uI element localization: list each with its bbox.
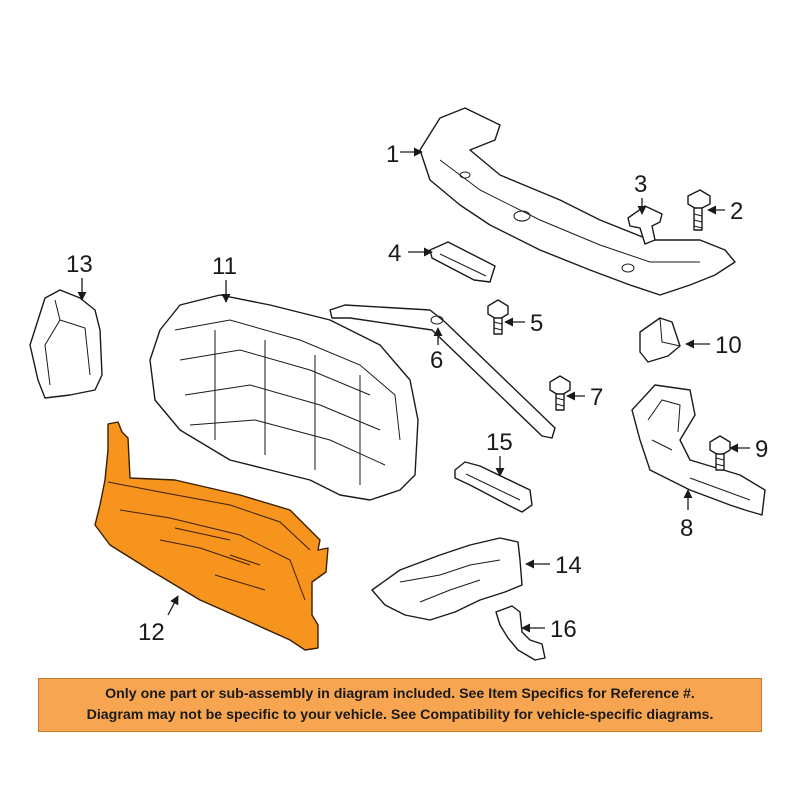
part-10-bracket — [639, 317, 681, 363]
callout-9: 9 — [755, 436, 768, 463]
disclaimer-line-1: Only one part or sub-assembly in diagram… — [105, 686, 695, 702]
callout-3: 3 — [634, 171, 647, 198]
callout-8: 8 — [680, 515, 693, 542]
part-7-bolt — [549, 375, 571, 411]
part-12-air-deflector-highlighted — [94, 421, 329, 651]
callout-numbers: 1 2 3 4 5 6 7 8 9 10 11 12 13 14 15 16 — [66, 141, 768, 646]
part-5-bolt — [487, 299, 509, 335]
part-3-clip — [627, 205, 663, 245]
part-16-strap — [495, 605, 546, 661]
part-15-bracket — [454, 461, 533, 513]
callout-5: 5 — [530, 310, 543, 337]
callout-1: 1 — [386, 141, 399, 168]
callout-6: 6 — [430, 347, 443, 374]
part-2-bolt — [687, 189, 711, 231]
callout-2: 2 — [730, 198, 743, 225]
part-9-bolt — [709, 435, 731, 471]
part-14-duct — [371, 537, 523, 621]
disclaimer-line-2: Diagram may not be specific to your vehi… — [86, 707, 714, 723]
callout-10: 10 — [715, 332, 742, 359]
part-4-bracket — [429, 241, 496, 283]
callout-11: 11 — [212, 253, 237, 280]
part-1-upper-support — [419, 107, 736, 296]
callout-7: 7 — [590, 384, 603, 411]
callout-4: 4 — [388, 240, 401, 267]
callout-12: 12 — [138, 619, 165, 646]
disclaimer-banner: Only one part or sub-assembly in diagram… — [38, 678, 762, 732]
leader-lines — [77, 147, 750, 633]
part-8-bracket — [631, 384, 766, 516]
callout-13: 13 — [66, 251, 93, 278]
callout-14: 14 — [555, 552, 582, 579]
part-13-deflector — [29, 289, 103, 399]
callout-16: 16 — [550, 616, 577, 643]
callout-15: 15 — [486, 429, 513, 456]
part-11-frame — [149, 294, 419, 501]
